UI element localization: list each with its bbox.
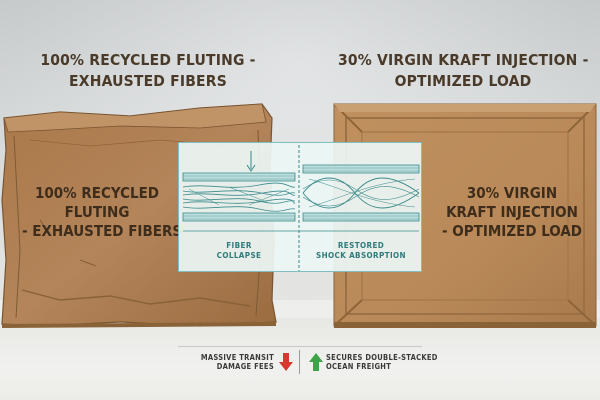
- footer-divider: [299, 350, 300, 374]
- left-heading-line2: EXHAUSTED FIBERS: [69, 72, 227, 90]
- right-heading-line2: OPTIMIZED LOAD: [394, 72, 532, 90]
- right-box-label-line3: - OPTIMIZED LOAD: [441, 222, 583, 240]
- transit-damage-line2: DAMAGE FEES: [216, 362, 274, 371]
- restored-shock-caption-line1: RESTORED: [337, 241, 385, 250]
- left-box-label-line1: 100% RECYCLED: [34, 184, 160, 202]
- right-heading: 30% VIRGIN KRAFT INJECTION - OPTIMIZED L…: [338, 50, 588, 92]
- arrow-down-icon: [279, 353, 293, 371]
- ocean-freight-line1: SECURES DOUBLE-STACKED: [326, 353, 438, 362]
- ocean-freight-note: SECURES DOUBLE-STACKED OCEAN FREIGHT: [326, 353, 438, 371]
- transit-damage-line1: MASSIVE TRANSIT: [200, 353, 274, 362]
- restored-shock-caption-line2: SHOCK ABSORPTION: [316, 251, 406, 260]
- arrow-up-icon: [309, 353, 323, 371]
- fluting-diagram: [182, 145, 420, 271]
- transit-damage-note: MASSIVE TRANSIT DAMAGE FEES: [201, 353, 274, 371]
- left-box-label: 100% RECYCLED FLUTING - EXHAUSTED FIBERS: [22, 184, 183, 241]
- right-box-label: 30% VIRGIN KRAFT INJECTION - OPTIMIZED L…: [432, 184, 592, 241]
- left-heading: 100% RECYCLED FLUTING - EXHAUSTED FIBERS: [28, 50, 268, 92]
- left-box-label-line3: - EXHAUSTED FIBERS: [22, 222, 183, 240]
- fiber-collapse-caption-line2: COLLAPSE: [216, 251, 262, 260]
- ocean-freight-line2: OCEAN FREIGHT: [326, 362, 392, 371]
- left-box-label-line2: FLUTING: [64, 203, 130, 221]
- outcome-footer: MASSIVE TRANSIT DAMAGE FEES SECURES DOUB…: [178, 346, 437, 380]
- restored-fluting: [302, 164, 420, 222]
- restored-shock-caption: RESTORED SHOCK ABSORPTION: [303, 241, 419, 261]
- left-heading-line1: 100% RECYCLED FLUTING -: [40, 51, 256, 69]
- right-box-label-line1: 30% VIRGIN: [466, 184, 558, 202]
- fiber-collapse-caption-line1: FIBER: [226, 241, 252, 250]
- table-surface: [0, 318, 600, 400]
- fiber-collapse-caption: FIBER COLLAPSE: [183, 241, 295, 261]
- right-heading-line1: 30% VIRGIN KRAFT INJECTION -: [338, 51, 589, 69]
- collapsed-fluting: [182, 151, 296, 222]
- footer-rule: [178, 346, 422, 347]
- cross-section-inset: FIBER COLLAPSE RESTORED SHOCK ABSORPTION: [178, 142, 422, 272]
- right-box-label-line2: KRAFT INJECTION: [446, 203, 578, 221]
